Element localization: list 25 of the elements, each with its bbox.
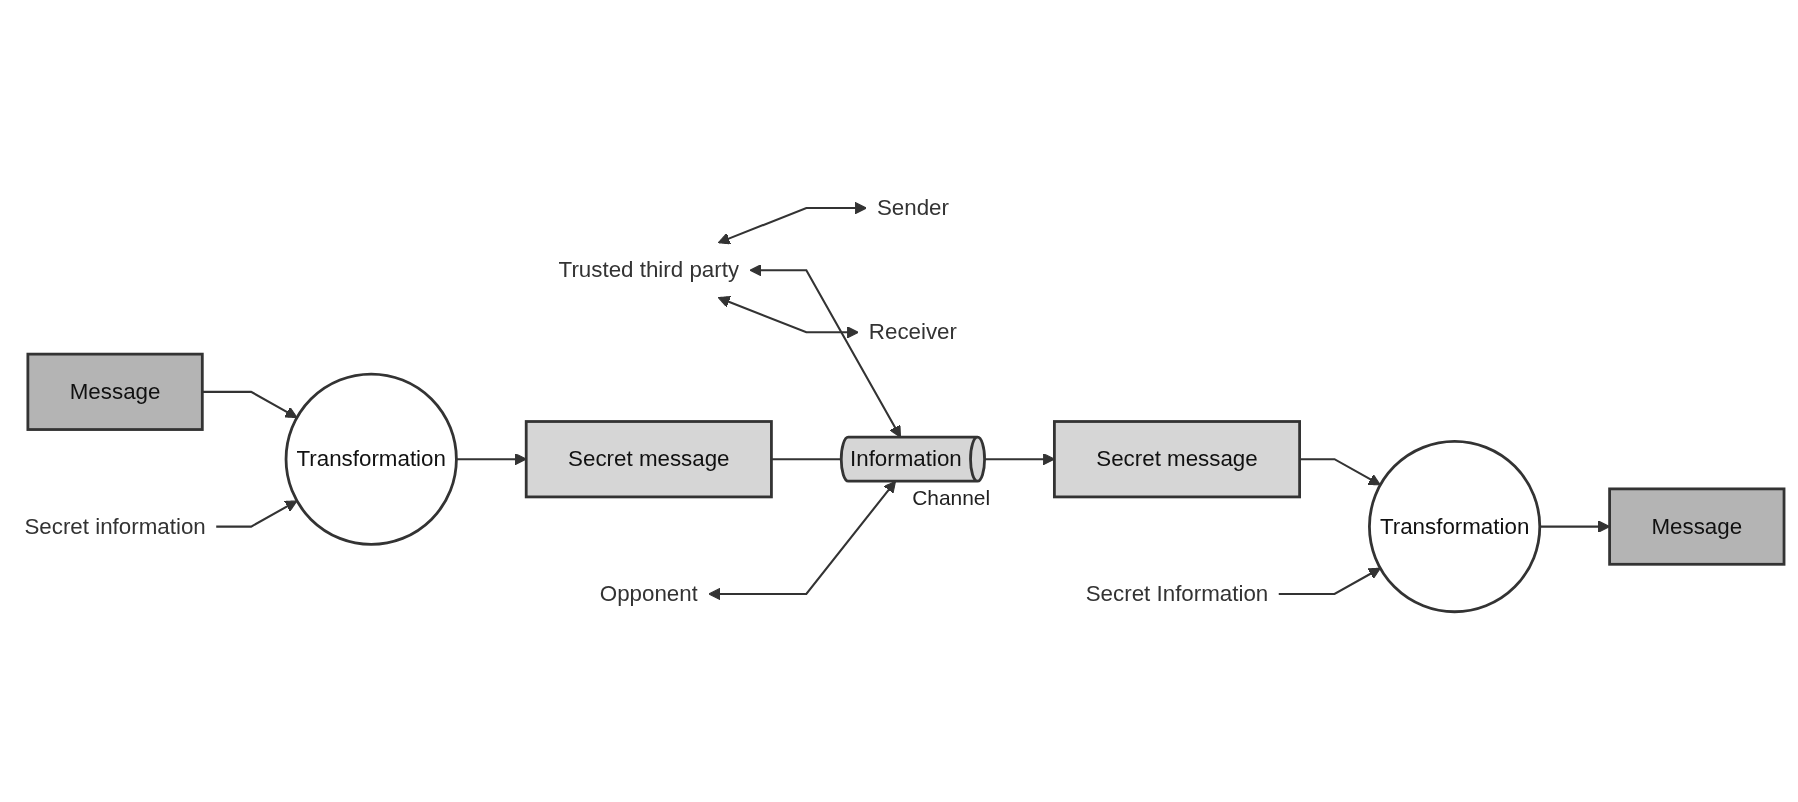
arrow xyxy=(749,264,902,438)
node-text: Secret information xyxy=(24,514,206,538)
channel-caption: Channel xyxy=(912,485,991,509)
arrow xyxy=(708,480,897,601)
node-text: Opponent xyxy=(599,581,698,606)
arrow xyxy=(1278,567,1381,595)
node-text: Secret Information xyxy=(1085,581,1269,606)
node-box: Message xyxy=(1608,487,1786,566)
arrow xyxy=(984,453,1055,466)
arrow xyxy=(216,500,298,528)
node-text: Receiver xyxy=(868,319,957,344)
node-text: Sender xyxy=(876,195,949,220)
arrow xyxy=(202,390,298,419)
node-box: Message xyxy=(26,352,204,431)
connector xyxy=(771,458,842,461)
node-box: Secret message xyxy=(524,420,773,499)
node-text: Trusted third party xyxy=(558,257,740,282)
arrow xyxy=(1299,458,1381,486)
node-box: Secret message xyxy=(1053,420,1301,499)
node-circle: Transformation xyxy=(284,372,458,546)
node-circle: Transformation xyxy=(1368,440,1542,614)
arrow xyxy=(717,201,867,245)
arrow xyxy=(456,453,527,466)
arrow xyxy=(717,295,859,339)
node-text: Information xyxy=(850,446,962,471)
